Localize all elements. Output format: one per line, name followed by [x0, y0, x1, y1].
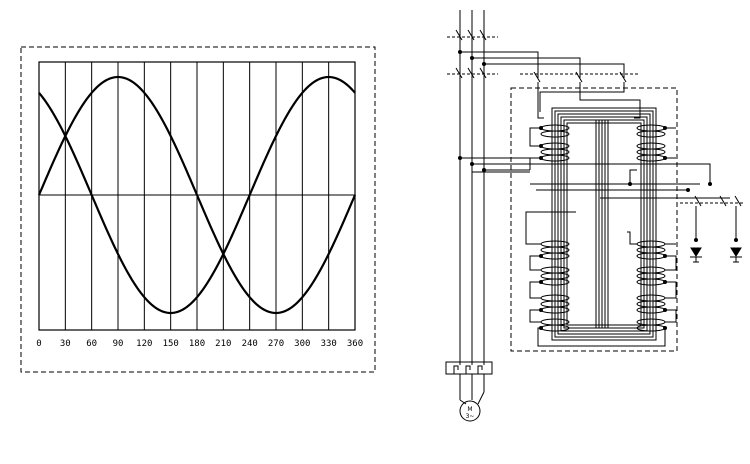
motor-label-phase: 3~	[466, 413, 475, 420]
waveform-curve-sine	[37, 75, 357, 315]
x-tick-labels: 0 30 60 90 120 150 180 210 240 270 300 3…	[36, 339, 363, 349]
motor-label-m: M	[467, 406, 472, 413]
tick-label-330: 330	[321, 339, 337, 349]
transformer-core	[551, 107, 657, 341]
main-switch-group-top	[447, 29, 498, 41]
indicator-diode-right	[730, 247, 742, 263]
motor-leads	[459, 374, 485, 405]
vertical-grid-lines	[64, 62, 330, 330]
waveform-curve-shifted	[38, 75, 356, 315]
waveform-dashed-frame	[20, 46, 376, 373]
phase-tap-lines	[460, 157, 730, 199]
tick-label-30: 30	[60, 339, 71, 349]
contactor-group-second	[447, 67, 498, 79]
transformer-feed-lines	[460, 51, 641, 119]
indicator-diode-left	[690, 247, 702, 263]
tick-label-240: 240	[242, 339, 258, 349]
tick-label-180: 180	[189, 339, 205, 349]
tick-label-90: 90	[113, 339, 124, 349]
waveform-figure: 0 30 60 90 120 150 180 210 240 270 300 3…	[20, 46, 376, 373]
circuit-schematic	[445, 10, 745, 422]
tick-label-120: 120	[136, 339, 152, 349]
tick-label-0: 0	[36, 339, 41, 349]
tick-label-270: 270	[268, 339, 284, 349]
tick-label-60: 60	[86, 339, 97, 349]
tick-label-360: 360	[347, 339, 363, 349]
three-phase-supply-lines	[459, 10, 485, 365]
tick-label-150: 150	[163, 339, 179, 349]
left-winding-coils	[540, 124, 570, 332]
tick-label-300: 300	[294, 339, 310, 349]
overload-relay-block	[445, 361, 493, 375]
motor-symbol	[459, 400, 481, 422]
tick-label-210: 210	[215, 339, 231, 349]
right-auxiliary-switches	[680, 195, 745, 240]
transformer-enclosure	[510, 87, 678, 352]
junction-dots	[458, 50, 738, 330]
